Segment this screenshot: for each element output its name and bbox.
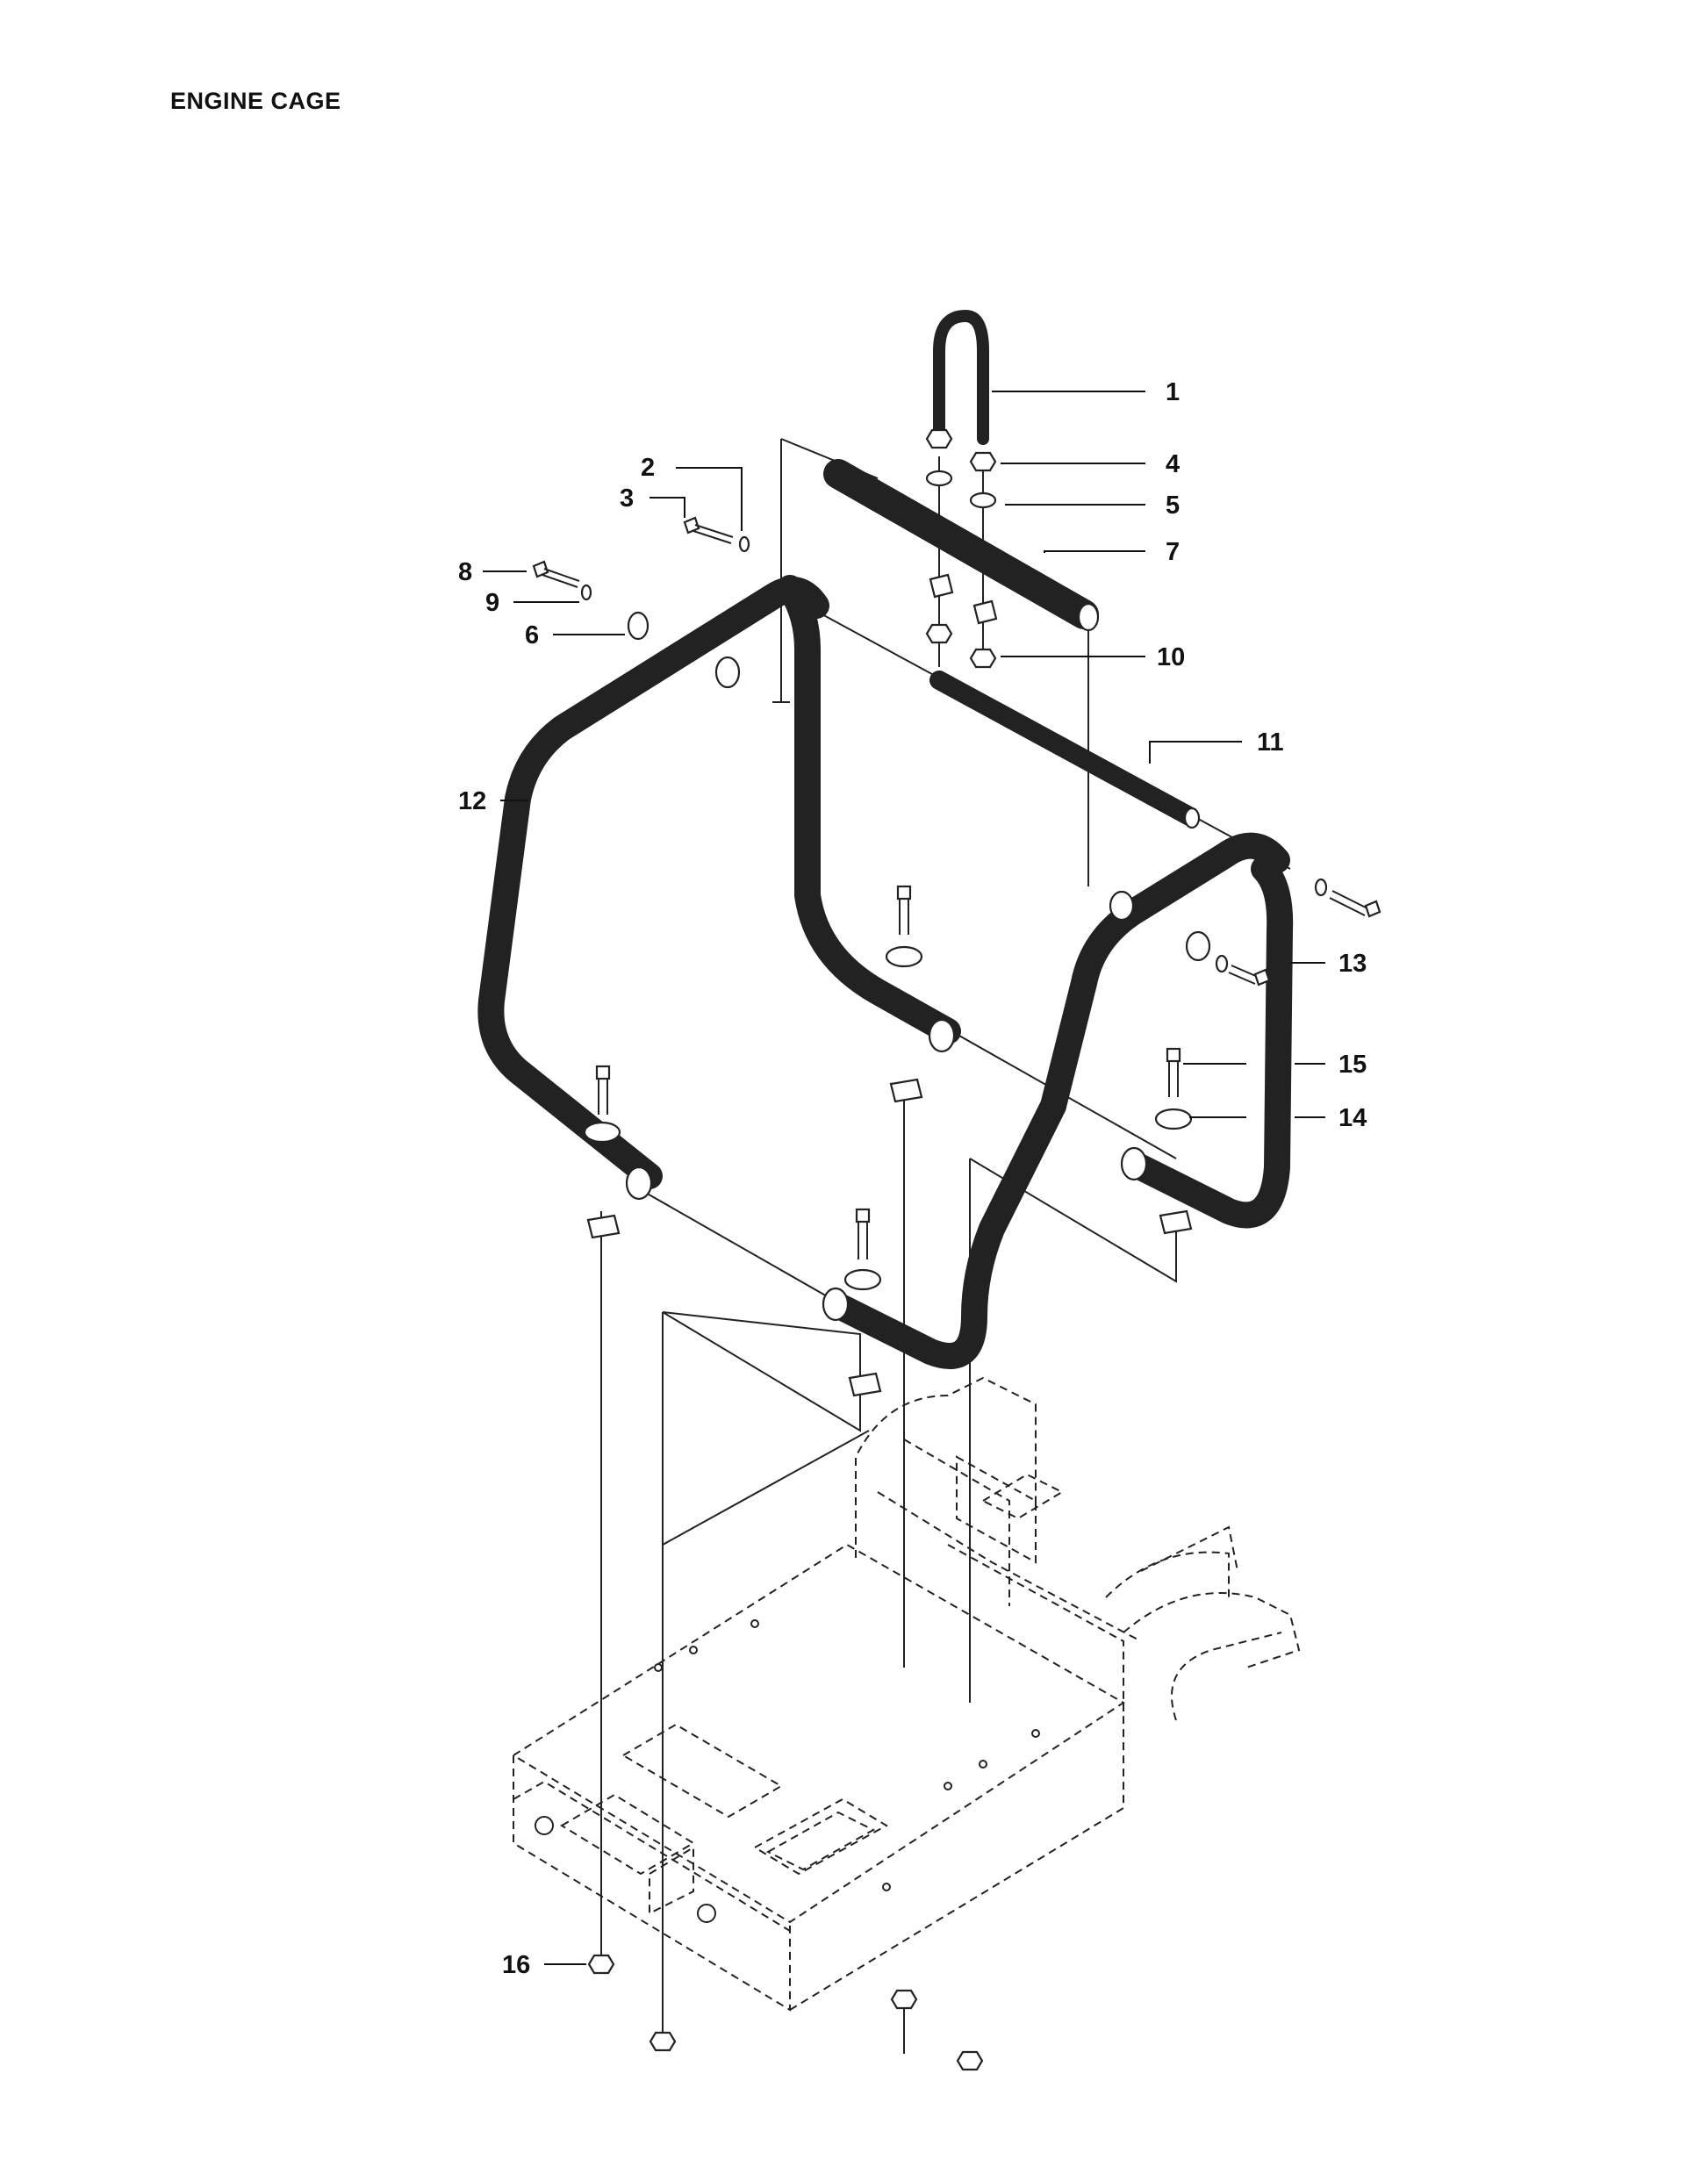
callout-10: 10 — [1157, 643, 1185, 671]
tube-ends — [625, 1018, 1148, 1322]
leader-lines — [483, 391, 1325, 1965]
callout-8: 8 — [458, 558, 472, 586]
cage-tube-12 — [477, 575, 961, 1189]
cross-tube-11 — [929, 671, 1201, 829]
callout-11: 11 — [1257, 728, 1284, 757]
callout-14: 14 — [1338, 1104, 1367, 1132]
hardware — [532, 428, 1381, 2071]
callout-3: 3 — [620, 484, 634, 513]
callout-5: 5 — [1166, 491, 1180, 520]
callout-12: 12 — [458, 787, 486, 815]
page-title: ENGINE CAGE — [170, 88, 341, 114]
callout-13: 13 — [1338, 950, 1367, 978]
callout-4: 4 — [1166, 450, 1180, 478]
base-frame — [512, 1376, 1301, 2012]
callout-16: 16 — [502, 1951, 530, 1979]
callout-1: 1 — [1166, 378, 1180, 406]
callout-7: 7 — [1166, 538, 1180, 566]
callout-15: 15 — [1338, 1051, 1367, 1079]
u-bolt — [933, 310, 989, 667]
callout-6: 6 — [525, 621, 539, 649]
callout-2: 2 — [641, 454, 655, 482]
callouts: 1 2 3 4 5 6 7 8 9 10 11 12 13 14 15 16 — [458, 378, 1367, 1979]
cross-tube-7 — [823, 459, 1100, 632]
callout-9: 9 — [485, 589, 499, 617]
